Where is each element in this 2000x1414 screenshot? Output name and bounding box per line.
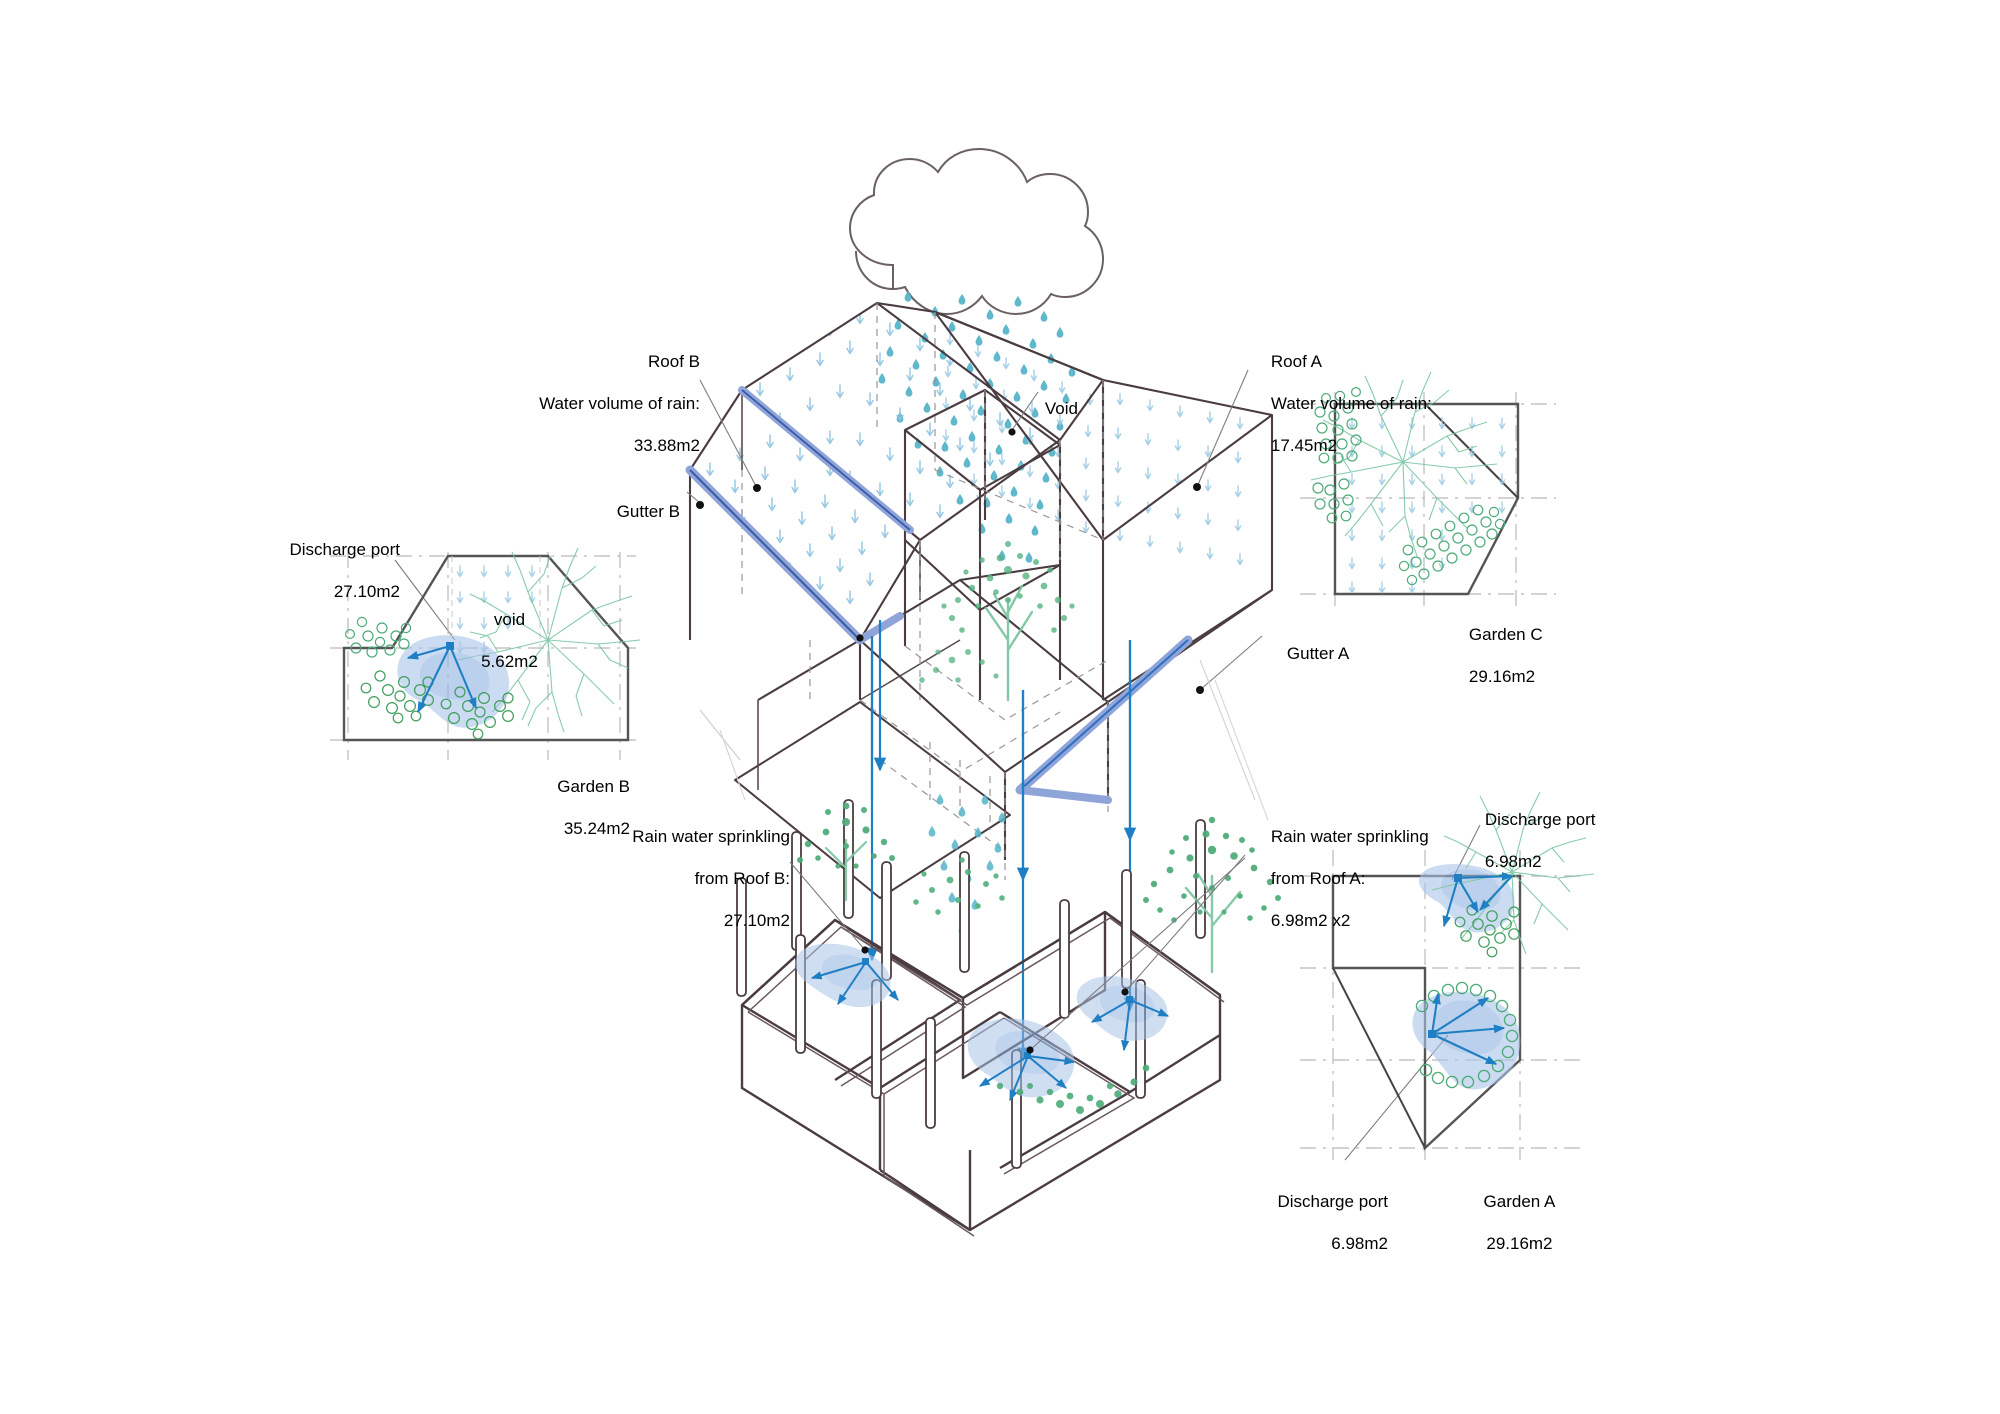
shrub-ground-band	[996, 1064, 1150, 1114]
tree-lower-left	[797, 802, 895, 902]
roof-b-label: Roof B Water volume of rain: 33.88m2	[340, 330, 700, 477]
garden-b-discharge-l2: 27.10m2	[333, 582, 400, 601]
sprinkling-b-l1: Rain water sprinkling	[632, 827, 790, 846]
sprinkling-b-l3: 27.10m2	[723, 911, 790, 930]
shrub-b1	[345, 616, 412, 658]
sprinkling-a-label: Rain water sprinkling from Roof A: 6.98m…	[1252, 805, 1592, 952]
garden-a-discharge-top-l1: Discharge port	[1484, 810, 1596, 829]
roof-b-plane2-rain	[701, 434, 909, 629]
garden-a-panel	[1300, 791, 1595, 1160]
roof-a-value: 17.45m2	[1270, 436, 1338, 455]
garden-c-name-l2: 29.16m2	[1468, 667, 1536, 686]
garden-a-discharge-bottom-label: Discharge port 6.98m2	[1108, 1170, 1388, 1275]
garden-b-void-label: void 5.62m2	[440, 588, 560, 693]
tree-mid-void	[919, 541, 1075, 702]
garden-a-name-l1: Garden A	[1483, 1192, 1556, 1211]
gutter-b-label: Gutter B	[500, 480, 680, 543]
roof-a-title: Roof A	[1270, 352, 1322, 371]
sprinkling-b-l2: from Roof B:	[694, 869, 790, 888]
roof-b-sub: Water volume of rain:	[539, 394, 700, 413]
void-text: Void	[1044, 399, 1078, 418]
garden-a-name-l2: 29.16m2	[1486, 1234, 1553, 1253]
building-secondary-lines	[741, 390, 1061, 790]
garden-a-name-label: Garden A 29.16m2	[1420, 1170, 1600, 1275]
void-label: Void	[1026, 377, 1078, 440]
gutter-b-text: Gutter B	[616, 502, 680, 521]
roof-b-title: Roof B	[648, 352, 700, 371]
garden-b-void-l1: void	[493, 610, 526, 629]
splash-arrows-ground	[810, 958, 1170, 1102]
sprinkling-a-l2: from Roof A:	[1270, 869, 1366, 888]
sprinkling-b-label: Rain water sprinkling from Roof B: 27.10…	[460, 805, 790, 952]
roof-a-label: Roof A Water volume of rain: 17.45m2	[1252, 330, 1612, 477]
roof-b-value: 33.88m2	[633, 436, 700, 455]
garden-b-discharge-label: Discharge port 27.10m2	[180, 518, 400, 623]
garden-b-panel	[330, 547, 641, 760]
sprinkling-a-l3: 6.98m2 x2	[1270, 911, 1351, 930]
roof-a-sub: Water volume of rain:	[1270, 394, 1432, 413]
hidden-lines	[741, 303, 1109, 880]
garden-c-panel	[1300, 371, 1556, 612]
garden-b-void-l2: 5.62m2	[481, 652, 538, 671]
garden-b-discharge-l1: Discharge port	[289, 540, 400, 559]
tree-mid-lower	[913, 857, 1005, 915]
garden-a-discharge-bottom-l2: 6.98m2	[1331, 1234, 1388, 1253]
gutter-a	[1015, 635, 1193, 804]
garden-a-discharge-bottom-l1: Discharge port	[1277, 1192, 1388, 1211]
rain-cloud	[848, 147, 1105, 316]
gutter-a-text: Gutter A	[1286, 644, 1350, 663]
garden-b-name-l1: Garden B	[557, 777, 630, 796]
garden-b-name-l2: 35.24m2	[563, 819, 630, 838]
roof-a-right-plane-rain	[1114, 393, 1249, 590]
gutter-a-label: Gutter A	[1268, 622, 1349, 685]
garden-a-discharge-top-l2: 6.98m2	[1484, 852, 1542, 871]
garden-b-name-label: Garden B 35.24m2	[430, 755, 630, 860]
roof-b-plane-rain	[756, 310, 1044, 539]
garden-c-name-label: Garden C 29.16m2	[1450, 603, 1650, 708]
leader-dots	[696, 428, 1204, 1054]
sprinkling-a-l1: Rain water sprinkling	[1270, 827, 1429, 846]
garden-c-name-l1: Garden C	[1468, 625, 1543, 644]
gutter-b	[685, 386, 914, 645]
garden-a-discharge-top-label: Discharge port 6.98m2	[1466, 788, 1696, 893]
tree-lower-right	[1143, 816, 1281, 974]
